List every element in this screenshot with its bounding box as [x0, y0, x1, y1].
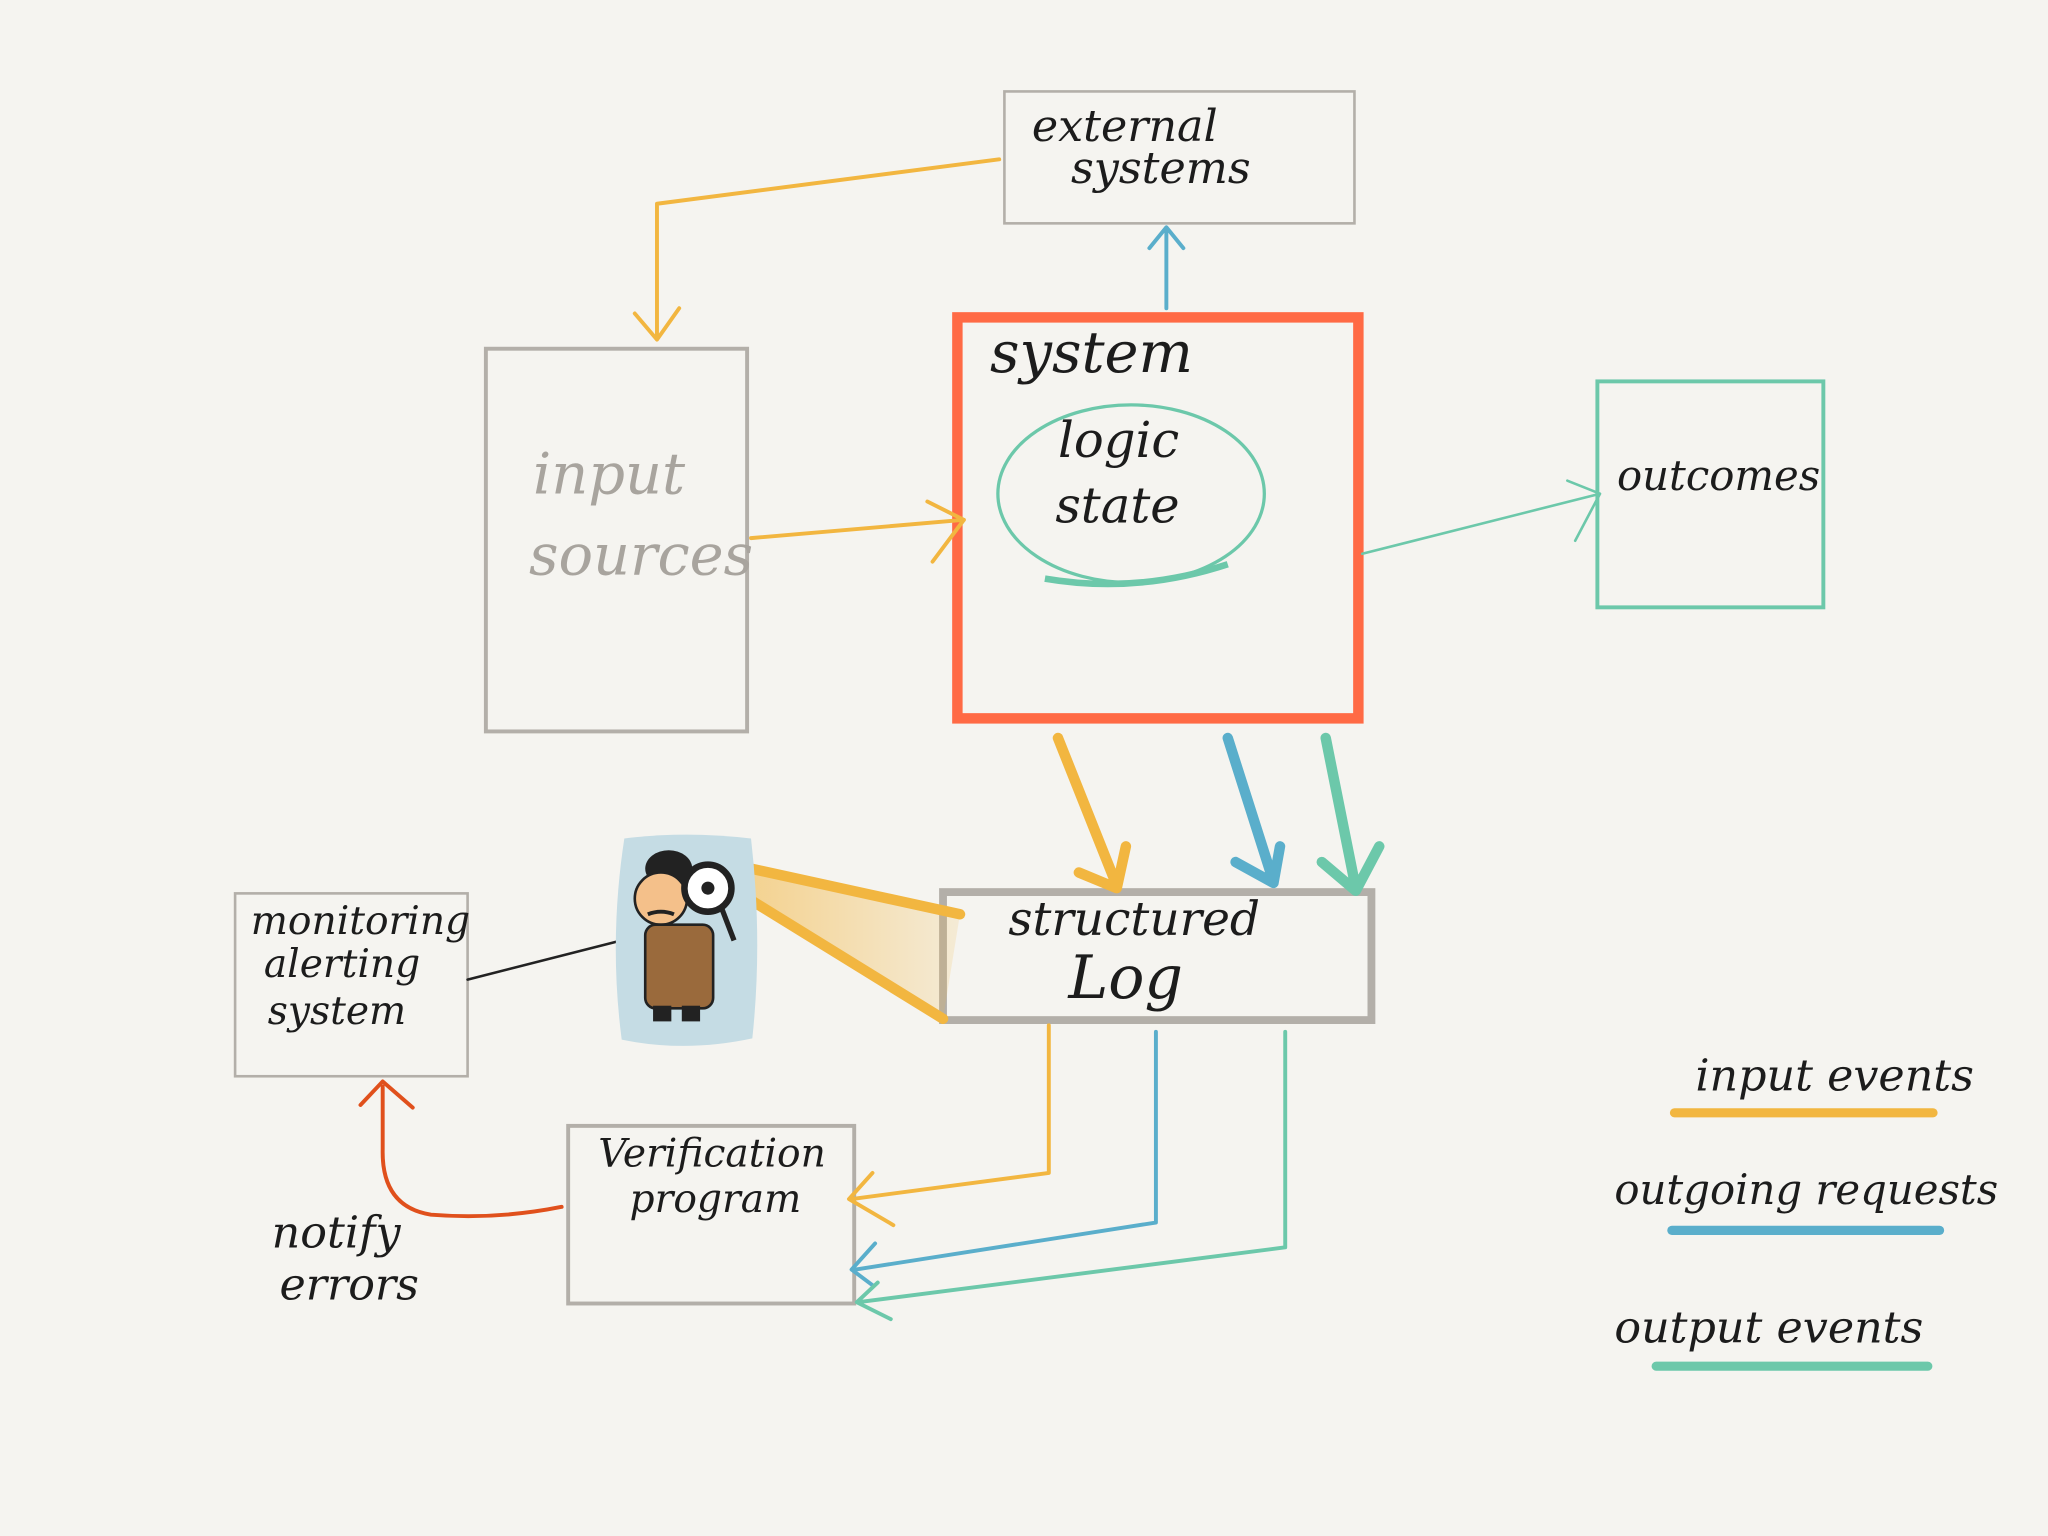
detective-coat	[643, 923, 715, 1010]
structured-label: structured	[1008, 892, 1260, 947]
outcomes-node: outcomes	[1595, 379, 1826, 610]
legend-label: input events	[1695, 1051, 1974, 1102]
structured-log-node: structured Log	[939, 888, 1376, 1024]
monitoring-node: monitoring alerting system	[233, 892, 470, 1078]
input-events-to-log-arrow	[1052, 732, 1132, 894]
input-sources-label-2: sources	[529, 522, 753, 589]
detective-illustration	[615, 834, 966, 1046]
monitoring-label-1: monitoring	[251, 899, 470, 944]
log-input-to-verification-arrow	[847, 1023, 1051, 1228]
legend-item-output-events: output events	[1614, 1303, 1933, 1371]
system-to-outcomes-arrow	[1360, 479, 1602, 556]
log-output-to-verification-arrow	[854, 1029, 1288, 1322]
log-outgoing-to-verification-arrow	[849, 1029, 1158, 1288]
external-systems-label-1: external	[1032, 101, 1218, 152]
output-events-to-log-arrow	[1316, 732, 1385, 896]
logic-label: logic	[1058, 411, 1179, 469]
legend-item-outgoing-requests: outgoing requests	[1614, 1165, 1998, 1235]
legend-item-input-events: input events	[1669, 1051, 1974, 1118]
system-label: system	[990, 319, 1193, 386]
legend-label: outgoing requests	[1614, 1165, 1998, 1214]
verification-label-2: program	[630, 1177, 802, 1222]
input-sources-node: input sources	[483, 346, 753, 734]
notify-errors-arrow	[358, 1079, 564, 1219]
notify-label: notify	[272, 1207, 402, 1258]
external-systems-node: external systems	[1003, 90, 1356, 225]
external-to-input-arrow	[632, 157, 1002, 342]
monitoring-label-2: alerting	[264, 942, 420, 987]
logic-state-node: logic state	[996, 403, 1266, 588]
monitoring-label-3: system	[268, 989, 406, 1034]
verification-node: Verification program	[566, 1123, 857, 1306]
notify-errors-annotation: notify errors	[272, 1207, 419, 1310]
external-systems-label-2: systems	[1071, 143, 1251, 194]
log-label: Log	[1067, 943, 1183, 1013]
state-label: state	[1055, 476, 1179, 534]
input-sources-label-1: input	[533, 441, 686, 508]
outgoing-requests-to-log-arrow	[1222, 732, 1286, 889]
outcomes-label: outcomes	[1617, 451, 1820, 500]
input-to-system-arrow	[749, 499, 966, 564]
errors-label: errors	[280, 1260, 419, 1311]
monitor-connector-line	[466, 939, 624, 981]
system-node: system logic state	[952, 312, 1364, 724]
legend: input events outgoing requests output ev…	[1614, 1051, 1998, 1371]
legend-label: output events	[1614, 1303, 1923, 1354]
system-to-external-arrow	[1147, 225, 1186, 311]
verification-label-1: Verification	[598, 1131, 826, 1176]
